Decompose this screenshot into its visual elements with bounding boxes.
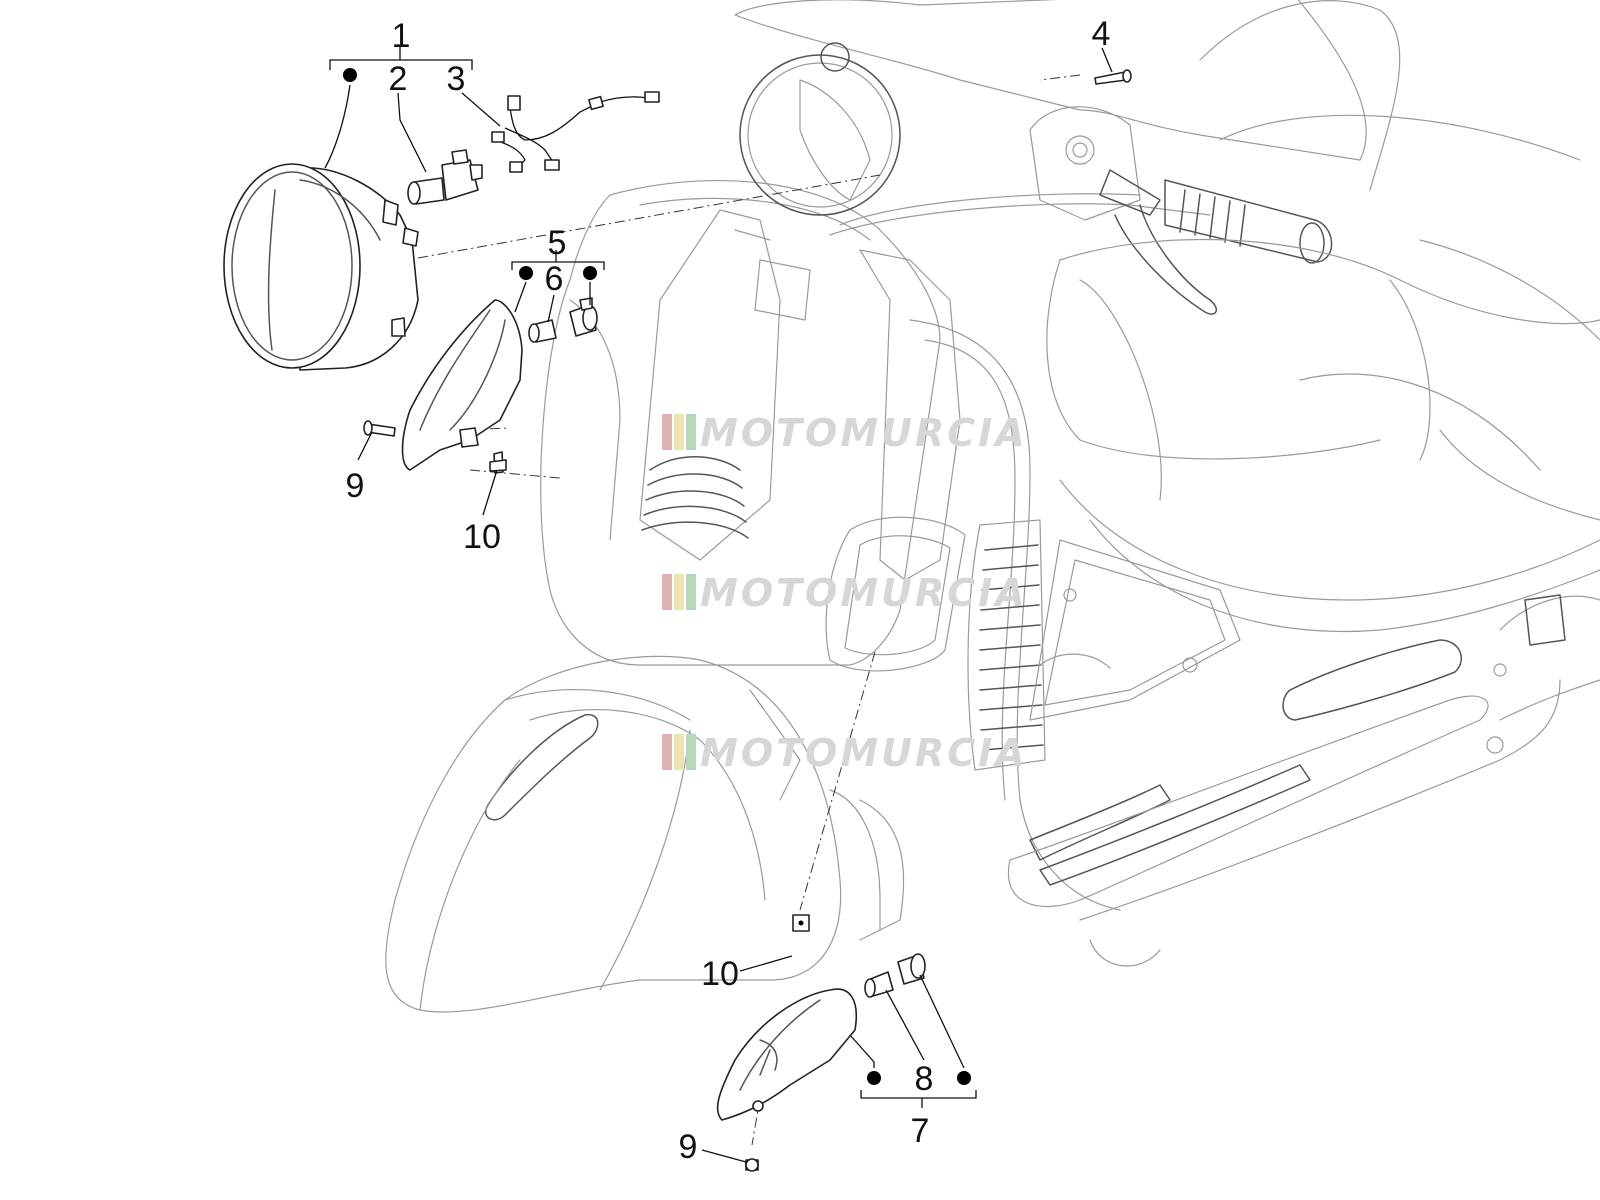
dot-marker bbox=[957, 1071, 971, 1085]
leader-lines bbox=[324, 47, 1113, 1163]
wm-stripe-yellow bbox=[674, 734, 684, 770]
upper-bulb-holder bbox=[569, 297, 598, 337]
watermark-logo-2: MOTOMURCIA bbox=[662, 571, 1028, 615]
upper-indicator-bulb bbox=[528, 319, 557, 343]
screw-lower bbox=[745, 1158, 759, 1172]
wm-stripe-red bbox=[662, 734, 672, 770]
dot-marker bbox=[583, 266, 597, 280]
wm-stripe-red bbox=[662, 574, 672, 610]
lower-indicator-lamp bbox=[716, 988, 857, 1121]
wm-stripe-yellow bbox=[674, 574, 684, 610]
callout-3: 3 bbox=[447, 60, 466, 98]
wm-stripe-green bbox=[686, 574, 696, 610]
screw-upper bbox=[363, 420, 396, 437]
clip-upper bbox=[489, 451, 507, 474]
callout-1: 1 bbox=[392, 17, 411, 55]
wiring-harness bbox=[491, 91, 660, 173]
watermark: MOTOMURCIA MOTOMURCIA MOTOMURCIA bbox=[662, 411, 1028, 775]
callout-4: 4 bbox=[1092, 15, 1111, 53]
callout-9-upper: 9 bbox=[346, 467, 365, 505]
watermark-text: MOTOMURCIA bbox=[700, 571, 1028, 615]
headlamp-bulb bbox=[407, 149, 483, 205]
callout-5: 5 bbox=[548, 224, 567, 262]
screw-top bbox=[1094, 69, 1132, 85]
scooter-outline bbox=[385, 0, 1600, 1013]
clip-lower bbox=[792, 914, 810, 932]
callout-2: 2 bbox=[389, 60, 408, 98]
lower-bulb-holder bbox=[897, 953, 926, 985]
wm-stripe-green bbox=[686, 734, 696, 770]
callout-8: 8 bbox=[915, 1060, 934, 1098]
dot-marker bbox=[343, 68, 357, 82]
dot-marker bbox=[867, 1071, 881, 1085]
wm-stripe-red bbox=[662, 414, 672, 450]
callout-labels: 1 2 3 4 5 6 9 10 10 8 7 9 bbox=[346, 15, 1111, 1166]
callout-10-upper: 10 bbox=[463, 518, 501, 556]
dot-marker bbox=[519, 266, 533, 280]
upper-indicator-lamp bbox=[401, 299, 523, 471]
lower-indicator-bulb bbox=[864, 971, 894, 998]
wm-stripe-green bbox=[686, 414, 696, 450]
wm-stripe-yellow bbox=[674, 414, 684, 450]
watermark-text: MOTOMURCIA bbox=[700, 411, 1028, 455]
assembly-lines bbox=[409, 74, 1081, 1146]
group-dots bbox=[343, 68, 971, 1085]
watermark-logo-1: MOTOMURCIA bbox=[662, 411, 1028, 455]
callout-9-lower: 9 bbox=[679, 1128, 698, 1166]
callout-10-lower: 10 bbox=[701, 955, 739, 993]
headlamp-unit bbox=[223, 163, 419, 371]
watermark-logo-3: MOTOMURCIA bbox=[662, 731, 1028, 775]
callout-6: 6 bbox=[545, 260, 564, 298]
watermark-text: MOTOMURCIA bbox=[700, 731, 1028, 775]
callout-7: 7 bbox=[911, 1112, 930, 1150]
